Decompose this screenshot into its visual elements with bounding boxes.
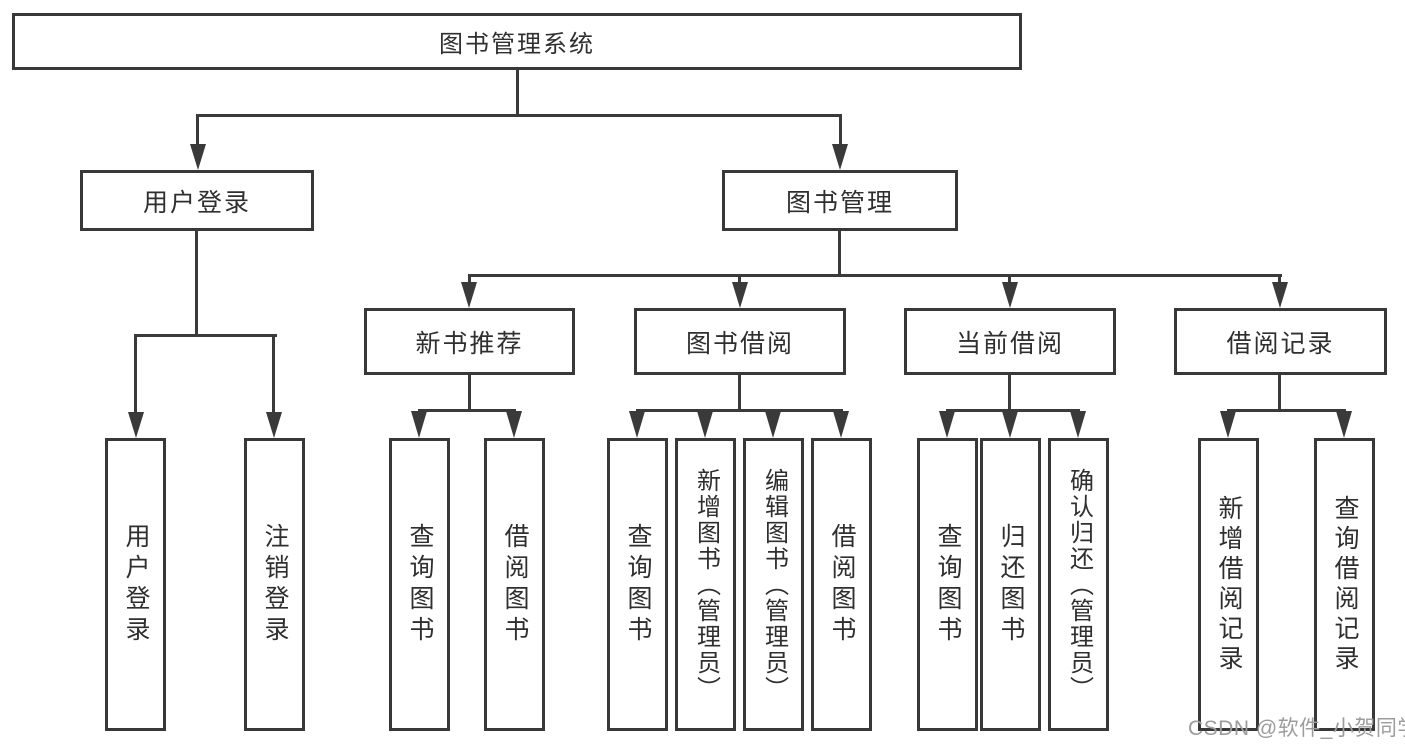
leaf-logout: 注销登录 xyxy=(244,438,305,731)
node-book-borrow: 图书借阅 xyxy=(634,308,846,375)
leaf-label: 新增借阅记录 xyxy=(1215,494,1243,675)
arrow-to-leaf-login xyxy=(128,412,144,438)
node-label: 用户登录 xyxy=(142,188,251,217)
connector-borrow-records-stem xyxy=(1278,374,1281,412)
connector-root-bracket xyxy=(196,114,842,117)
arrow-to-borrow-records xyxy=(1272,282,1288,308)
arrow-to-leaf-logout xyxy=(266,412,282,438)
node-new-book-recommend: 新书推荐 xyxy=(364,308,575,375)
leaf-add-books-admin: 新增图书（管理员） xyxy=(675,438,736,731)
leaf-return-books: 归还图书 xyxy=(980,438,1041,731)
connector-leg-leaf-login xyxy=(134,334,137,414)
leaf-label: 新增图书（管理员） xyxy=(692,467,720,702)
arrow-to-new-books xyxy=(461,282,477,308)
leaf-edit-books-admin: 编辑图书（管理员） xyxy=(743,438,804,731)
leaf-label: 归还图书 xyxy=(997,522,1025,647)
connector-leg-new-books xyxy=(468,274,471,284)
connector-book-borrow-bracket xyxy=(636,409,843,412)
connector-leg-book-borrow xyxy=(738,274,741,284)
connector-book-management-stem xyxy=(838,229,841,277)
node-label: 图书管理 xyxy=(785,188,894,217)
node-label: 图书借阅 xyxy=(685,329,794,358)
leaf-borrow-books-2: 借阅图书 xyxy=(811,438,872,731)
leaf-label: 借阅图书 xyxy=(828,522,856,647)
connector-leg-borrow-records xyxy=(1278,274,1281,284)
leaf-query-borrow-record: 查询借阅记录 xyxy=(1314,438,1375,731)
node-label: 当前借阅 xyxy=(955,329,1064,358)
node-label: 图书管理系统 xyxy=(439,31,595,58)
arrow-to-leaf-borrow-books-1 xyxy=(506,411,522,438)
node-book-management: 图书管理 xyxy=(722,170,958,231)
connector-leg-leaf-logout xyxy=(272,334,275,414)
leaf-query-books-3: 查询图书 xyxy=(917,438,978,731)
leaf-label: 查询图书 xyxy=(406,522,434,647)
node-user-login: 用户登录 xyxy=(80,170,314,231)
connector-leg-current-borrow xyxy=(1008,274,1011,284)
node-borrow-records: 借阅记录 xyxy=(1174,308,1387,375)
leaf-label: 查询图书 xyxy=(934,522,962,647)
connector-new-books-stem xyxy=(468,374,471,412)
connector-root-stem xyxy=(516,69,519,117)
connector-leg-user-login xyxy=(196,114,199,146)
node-library-management-system: 图书管理系统 xyxy=(12,13,1022,70)
node-label: 借阅记录 xyxy=(1226,329,1335,358)
leaf-user-login: 用户登录 xyxy=(105,438,166,731)
leaf-label: 注销登录 xyxy=(261,522,289,647)
arrow-to-book-management xyxy=(832,144,848,170)
csdn-watermark: CSDN @软件_小贺同学 xyxy=(1188,717,1405,740)
arrow-to-leaf-edit-books xyxy=(765,411,781,438)
arrow-to-leaf-add-books xyxy=(697,411,713,438)
connector-book-management-bracket xyxy=(468,274,1282,277)
leaf-add-borrow-record: 新增借阅记录 xyxy=(1198,438,1259,731)
leaf-label: 查询图书 xyxy=(624,522,652,647)
leaf-label: 查询借阅记录 xyxy=(1331,494,1359,675)
leaf-label: 用户登录 xyxy=(122,522,150,647)
connector-new-books-bracket xyxy=(418,409,516,412)
arrow-to-book-borrow xyxy=(732,282,748,308)
connector-user-login-bracket xyxy=(134,334,277,337)
arrow-to-leaf-add-record xyxy=(1220,411,1236,438)
leaf-confirm-return-admin: 确认归还（管理员） xyxy=(1048,438,1109,731)
node-current-borrow: 当前借阅 xyxy=(904,308,1116,375)
leaf-label: 确认归还（管理员） xyxy=(1065,467,1093,702)
leaf-query-books-1: 查询图书 xyxy=(389,438,450,731)
connector-book-borrow-stem xyxy=(738,374,741,412)
arrow-to-leaf-query-books-3 xyxy=(939,411,955,438)
connector-borrow-records-bracket xyxy=(1227,409,1346,412)
connector-current-borrow-stem xyxy=(1008,374,1011,412)
connector-leg-book-management xyxy=(839,114,842,146)
arrow-to-current-borrow xyxy=(1002,282,1018,308)
connector-user-login-stem xyxy=(195,229,198,337)
arrow-to-user-login xyxy=(190,144,206,170)
arrow-to-leaf-query-books-1 xyxy=(411,411,427,438)
connector-current-borrow-bracket xyxy=(946,409,1080,412)
leaf-query-books-2: 查询图书 xyxy=(607,438,668,731)
arrow-to-leaf-query-books-2 xyxy=(629,411,645,438)
leaf-label: 借阅图书 xyxy=(501,522,529,647)
arrow-to-leaf-query-record xyxy=(1336,411,1352,438)
leaf-label: 编辑图书（管理员） xyxy=(760,467,788,702)
node-label: 新书推荐 xyxy=(415,329,524,358)
arrow-to-leaf-borrow-books-2 xyxy=(833,411,849,438)
arrow-to-leaf-return-books xyxy=(1002,411,1018,438)
leaf-borrow-books-1: 借阅图书 xyxy=(484,438,545,731)
arrow-to-leaf-confirm-return xyxy=(1070,411,1086,438)
